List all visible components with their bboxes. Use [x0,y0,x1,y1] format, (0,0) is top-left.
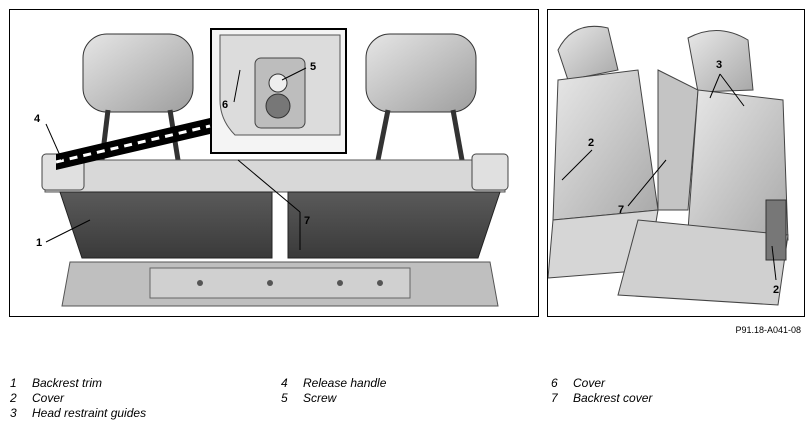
headrest-left-front [557,25,619,81]
backrest-trim-right [287,191,501,259]
callout-5: 5 [310,61,316,73]
callout-7-front: 7 [618,204,624,216]
rear-view-illustration: 4 1 6 5 7 [34,28,509,307]
callout-4: 4 [34,113,41,125]
front-view-panel: 2 7 3 2 [547,9,805,317]
inset-leader [56,118,210,170]
rear-view-panel: 4 1 6 5 7 [9,9,539,317]
callout-2-upper: 2 [588,137,594,149]
front-view-illustration: 2 7 3 2 [548,25,789,306]
headrest-right-front [687,29,754,93]
backrest-cover-shape [657,69,699,211]
callout-2-lower: 2 [773,284,779,296]
callout-1: 1 [36,237,42,249]
backrest-top-rail [44,159,506,193]
backrest-trim-left [59,191,273,259]
callout-7: 7 [304,215,310,227]
detail-inset [210,28,347,154]
headrest-right [365,33,477,161]
callout-6: 6 [222,99,228,111]
reference-code: P91.18-A041-08 [735,325,801,335]
callout-3: 3 [716,59,722,71]
